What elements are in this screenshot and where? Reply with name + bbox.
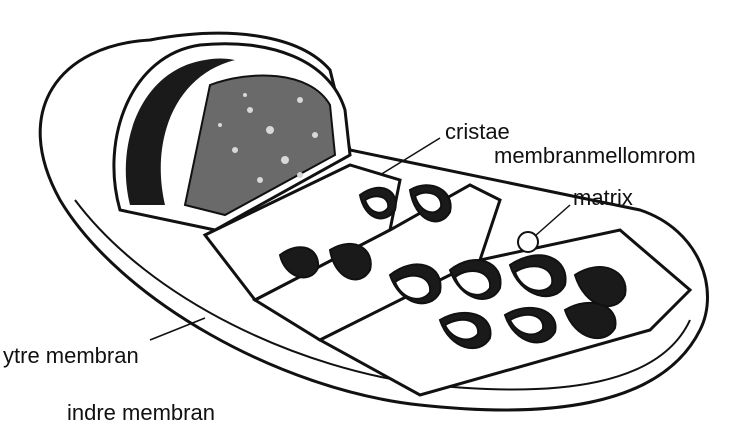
intermembrane-space-label: membranmellomrom: [494, 145, 696, 167]
outer-membrane-leader-line: [150, 318, 205, 340]
outer-membrane-label: ytre membran: [3, 345, 139, 367]
matrix-label: matrix: [573, 187, 633, 209]
cristae-label: cristae: [445, 121, 510, 143]
